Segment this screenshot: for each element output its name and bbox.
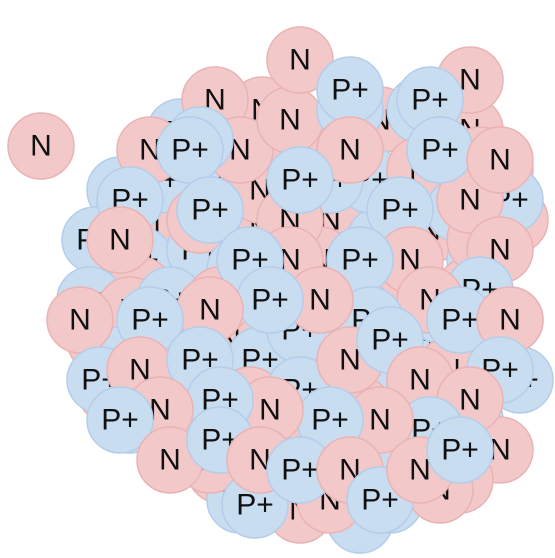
neutron-label: N bbox=[499, 304, 521, 337]
neutron-label: N bbox=[69, 304, 91, 337]
neutron-label: N bbox=[369, 404, 391, 437]
neutron-label: N bbox=[339, 344, 361, 377]
proton: P+ bbox=[236, 266, 304, 334]
neutron-circle bbox=[466, 126, 534, 194]
proton-label: P+ bbox=[371, 324, 409, 357]
neutron: N bbox=[316, 116, 384, 184]
neutron-label: N bbox=[199, 294, 221, 327]
neutron-label: N bbox=[409, 454, 431, 487]
proton-label: P+ bbox=[331, 74, 369, 107]
neutron-circle bbox=[316, 116, 384, 184]
neutron-circle bbox=[86, 206, 154, 274]
proton: P+ bbox=[426, 416, 494, 484]
proton-label: P+ bbox=[441, 304, 479, 337]
neutron-label: N bbox=[259, 394, 281, 427]
neutron-label: N bbox=[109, 224, 131, 257]
neutron-label: N bbox=[139, 134, 161, 167]
proton: P+ bbox=[426, 286, 494, 354]
neutron-label: N bbox=[159, 444, 181, 477]
proton-label: P+ bbox=[191, 194, 229, 227]
proton-circle bbox=[176, 176, 244, 244]
proton: P+ bbox=[266, 436, 334, 504]
proton-label: P+ bbox=[311, 404, 349, 437]
neutron-label: N bbox=[459, 64, 481, 97]
proton: P+ bbox=[406, 116, 474, 184]
neutron-label: N bbox=[279, 244, 301, 277]
proton-label: P+ bbox=[251, 284, 289, 317]
neutron-label: N bbox=[409, 364, 431, 397]
proton-label: P+ bbox=[381, 194, 419, 227]
proton-label: P+ bbox=[131, 304, 169, 337]
neutron: N bbox=[7, 112, 75, 180]
neutron: N bbox=[236, 376, 304, 444]
neutron: N bbox=[286, 266, 354, 334]
proton-label: P+ bbox=[236, 489, 274, 522]
neutron-circle bbox=[7, 112, 75, 180]
neutron-label: N bbox=[489, 234, 511, 267]
proton-label: P+ bbox=[421, 134, 459, 167]
neutron: N bbox=[46, 286, 114, 354]
neutron-label: N bbox=[459, 384, 481, 417]
proton: P+ bbox=[156, 116, 224, 184]
proton-label: P+ bbox=[281, 164, 319, 197]
proton-label: P+ bbox=[281, 454, 319, 487]
neutron: N bbox=[256, 86, 324, 154]
neutron: N bbox=[176, 276, 244, 344]
neutron-label: N bbox=[149, 394, 171, 427]
neutron-circle bbox=[266, 26, 334, 94]
proton: P+ bbox=[176, 176, 244, 244]
neutron-label: N bbox=[30, 130, 52, 163]
neutron-label: N bbox=[309, 284, 331, 317]
neutron-label: N bbox=[459, 184, 481, 217]
neutron-label: N bbox=[249, 444, 271, 477]
proton-label: P+ bbox=[411, 84, 449, 117]
proton: P+ bbox=[396, 66, 464, 134]
neutron-label: N bbox=[339, 134, 361, 167]
neutron-label: N bbox=[279, 104, 301, 137]
neutron: N bbox=[266, 26, 334, 94]
neutron: N bbox=[466, 126, 534, 194]
proton-circle bbox=[426, 416, 494, 484]
proton-label: P+ bbox=[341, 244, 379, 277]
neutron: N bbox=[476, 286, 544, 354]
proton-circle bbox=[86, 386, 154, 454]
proton-circle bbox=[266, 146, 334, 214]
proton-label: P+ bbox=[101, 404, 139, 437]
neutron: N bbox=[86, 206, 154, 274]
proton: P+ bbox=[116, 286, 184, 354]
proton: P+ bbox=[86, 386, 154, 454]
neutron-label: N bbox=[289, 44, 311, 77]
proton: P+ bbox=[316, 56, 384, 124]
neutron-label: N bbox=[489, 434, 511, 467]
proton-label: P+ bbox=[441, 434, 479, 467]
neutron-label: N bbox=[489, 144, 511, 177]
proton: P+ bbox=[266, 146, 334, 214]
neutron-label: N bbox=[399, 244, 421, 277]
proton-label: P+ bbox=[171, 134, 209, 167]
neutron-label: N bbox=[129, 354, 151, 387]
neutron-label: N bbox=[229, 134, 251, 167]
